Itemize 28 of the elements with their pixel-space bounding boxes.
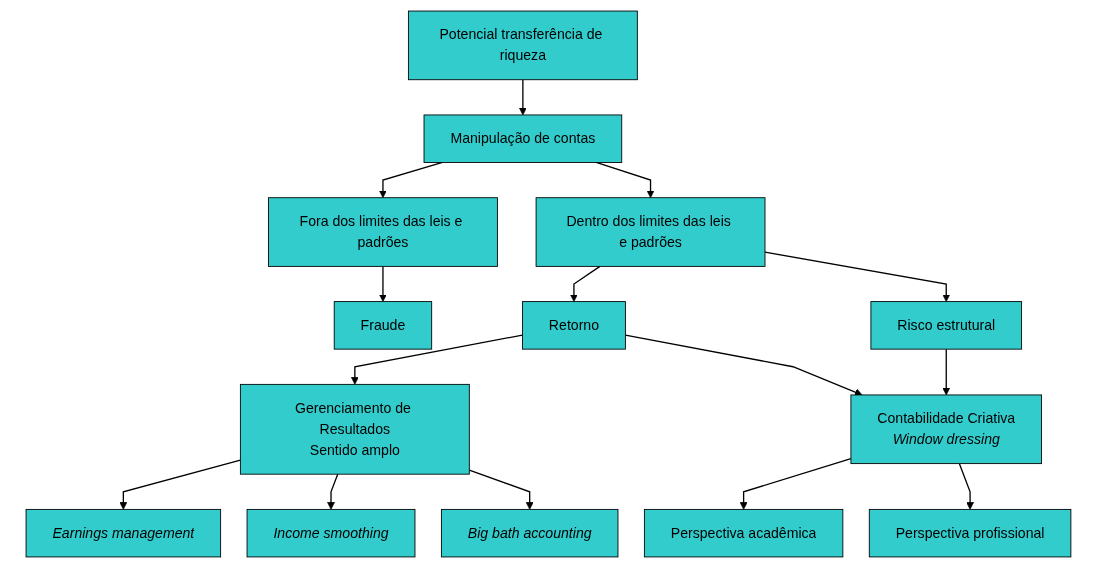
arrow xyxy=(378,265,387,302)
arrow xyxy=(739,457,852,510)
node-box: Risco estrutural xyxy=(870,300,1022,350)
node-box: Perspectiva profissional xyxy=(868,508,1071,557)
node-box: Fora dos limites das leis e padrões xyxy=(267,196,498,267)
arrow xyxy=(595,161,654,198)
arrow xyxy=(941,348,950,395)
node-box: Manipulação de contas xyxy=(423,114,622,163)
arrow xyxy=(468,469,534,510)
node-box: Retorno xyxy=(521,300,626,350)
arrow xyxy=(763,251,950,302)
node-box: Potencial transferência de riqueza xyxy=(407,10,638,80)
arrow xyxy=(518,78,527,115)
arrow xyxy=(350,333,523,385)
arrow xyxy=(119,459,241,510)
node-box: Earnings management xyxy=(25,508,221,557)
arrow xyxy=(326,473,338,510)
node-box: Contabilidade Criativa Window dressing xyxy=(850,394,1042,464)
node-box: Gerenciamento de Resultados Sentido amplo xyxy=(239,383,470,475)
node-box: Big bath accounting xyxy=(440,508,618,557)
arrow xyxy=(378,161,443,198)
node-box: Perspectiva acadêmica xyxy=(643,508,843,557)
arrow xyxy=(569,265,601,302)
node-box: Fraude xyxy=(333,300,432,350)
node-box: Dentro dos limites das leis e padrões xyxy=(535,196,765,267)
arrow xyxy=(958,462,974,510)
arrow xyxy=(624,333,862,396)
node-box: Income smoothing xyxy=(246,508,415,557)
